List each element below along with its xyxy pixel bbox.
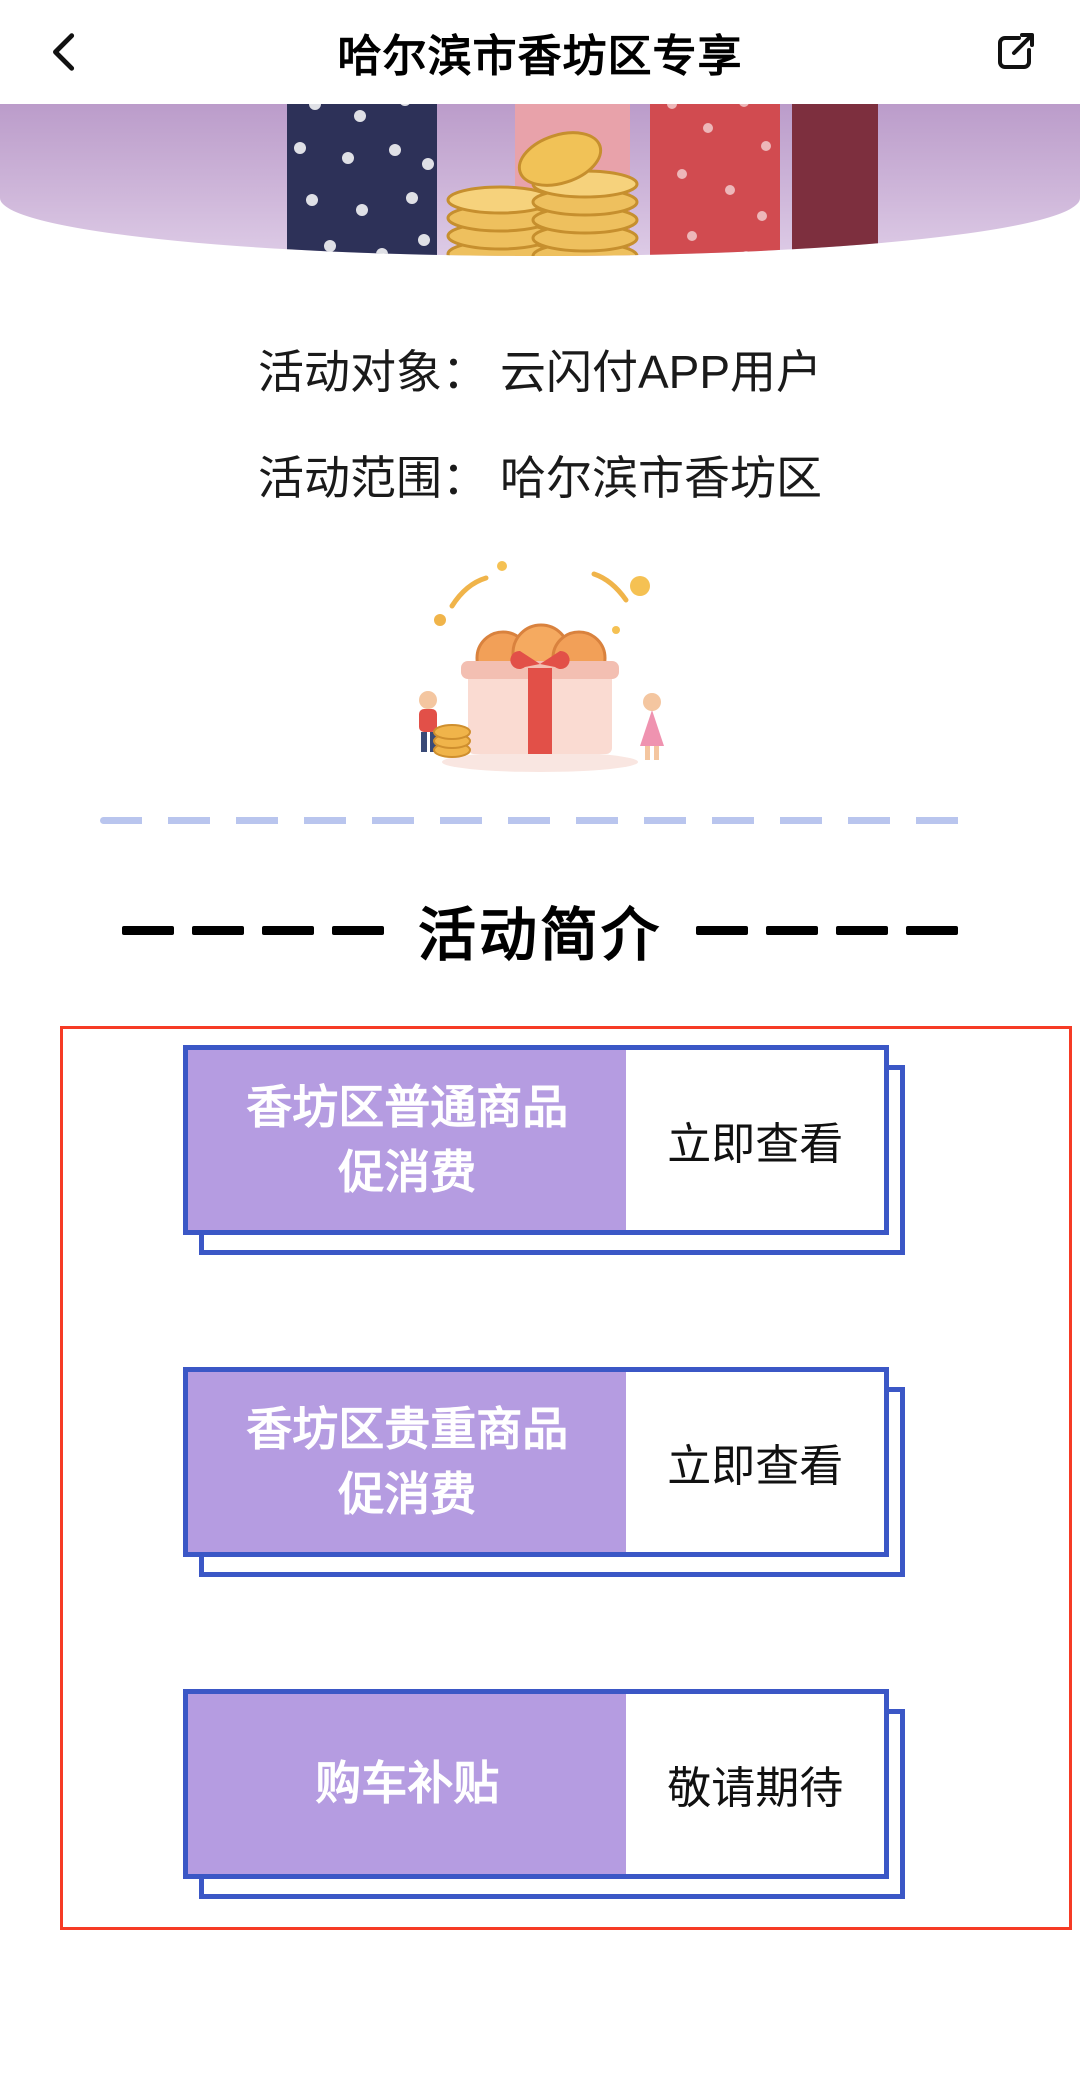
card-title: 香坊区普通商品 促消费 <box>188 1050 627 1230</box>
activity-target-line: 活动对象：云闪付APP用户 <box>258 336 822 402</box>
back-button[interactable] <box>30 17 100 87</box>
open-gift-box-illustration <box>419 561 664 772</box>
share-icon <box>998 33 1034 69</box>
card-title: 香坊区贵重商品 促消费 <box>188 1372 627 1552</box>
card-ordinary-goods[interactable]: 香坊区普通商品 促消费 立即查看 <box>183 1045 905 1255</box>
activity-scope-label: 活动范围： <box>257 452 488 504</box>
card-title: 购车补贴 <box>188 1694 627 1874</box>
section-title: 活动简介 <box>0 888 1080 972</box>
dash-decor-right <box>696 925 958 935</box>
gift-boxes-coins-illustration <box>287 104 878 256</box>
dash-decor-left <box>121 925 384 935</box>
dashed-divider <box>100 817 980 824</box>
activity-target-label: 活动对象： <box>257 346 488 398</box>
page-title: 哈尔滨市香坊区专享 <box>337 32 743 81</box>
section-title-text: 活动简介 <box>417 903 662 968</box>
gift-illustration-wrap <box>0 548 1080 783</box>
red-highlight-box: 香坊区普通商品 促消费 立即查看 香坊区贵重商品 促消费 立即查看 购车补贴 <box>60 1026 1072 1930</box>
card-car-subsidy[interactable]: 购车补贴 敬请期待 <box>183 1689 905 1899</box>
promo-banner <box>0 104 1080 256</box>
card-action-label[interactable]: 立即查看 <box>667 1442 844 1491</box>
activity-scope-value: 哈尔滨市香坊区 <box>499 452 822 504</box>
card-valuable-goods[interactable]: 香坊区贵重商品 促消费 立即查看 <box>183 1367 905 1577</box>
card-action-label: 敬请期待 <box>667 1764 844 1813</box>
activity-target-value: 云闪付APP用户 <box>499 346 823 398</box>
chevron-left-icon <box>53 33 75 71</box>
activity-scope-line: 活动范围：哈尔滨市香坊区 <box>258 442 822 508</box>
share-button[interactable] <box>980 17 1050 87</box>
navbar: 哈尔滨市香坊区专享 <box>0 0 1080 104</box>
activity-info: 活动对象：云闪付APP用户 活动范围：哈尔滨市香坊区 <box>258 336 822 508</box>
card-action-label[interactable]: 立即查看 <box>667 1120 844 1169</box>
small-person-right <box>640 693 664 760</box>
small-person-left <box>419 691 437 752</box>
